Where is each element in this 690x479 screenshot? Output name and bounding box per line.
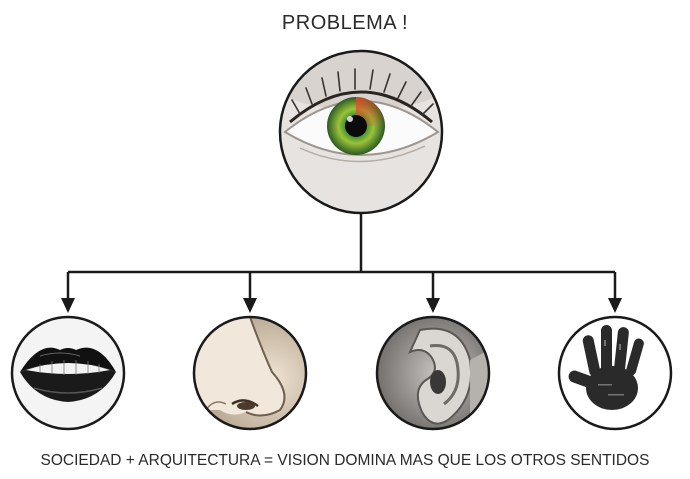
diagram-title: PROBLEMA ! [281,12,409,34]
child-node-ear [375,315,491,431]
diagram-caption: SOCIEDAD + ARQUITECTURA = VISION DOMINA … [40,452,650,469]
child-node-nose [192,315,308,431]
arrow-head-3 [426,298,440,313]
ear-icon [377,317,489,429]
arrow-head-2 [243,298,257,313]
eye-icon [280,51,442,213]
hand-icon [568,325,644,410]
child-node-hand [557,315,673,431]
arrow-head-4 [608,298,622,313]
nose-icon [194,317,306,429]
root-node-eye [278,49,444,215]
child-node-mouth [10,315,126,431]
mouth-icon [20,347,116,402]
connector-tree [61,214,622,313]
arrow-head-1 [61,298,75,313]
